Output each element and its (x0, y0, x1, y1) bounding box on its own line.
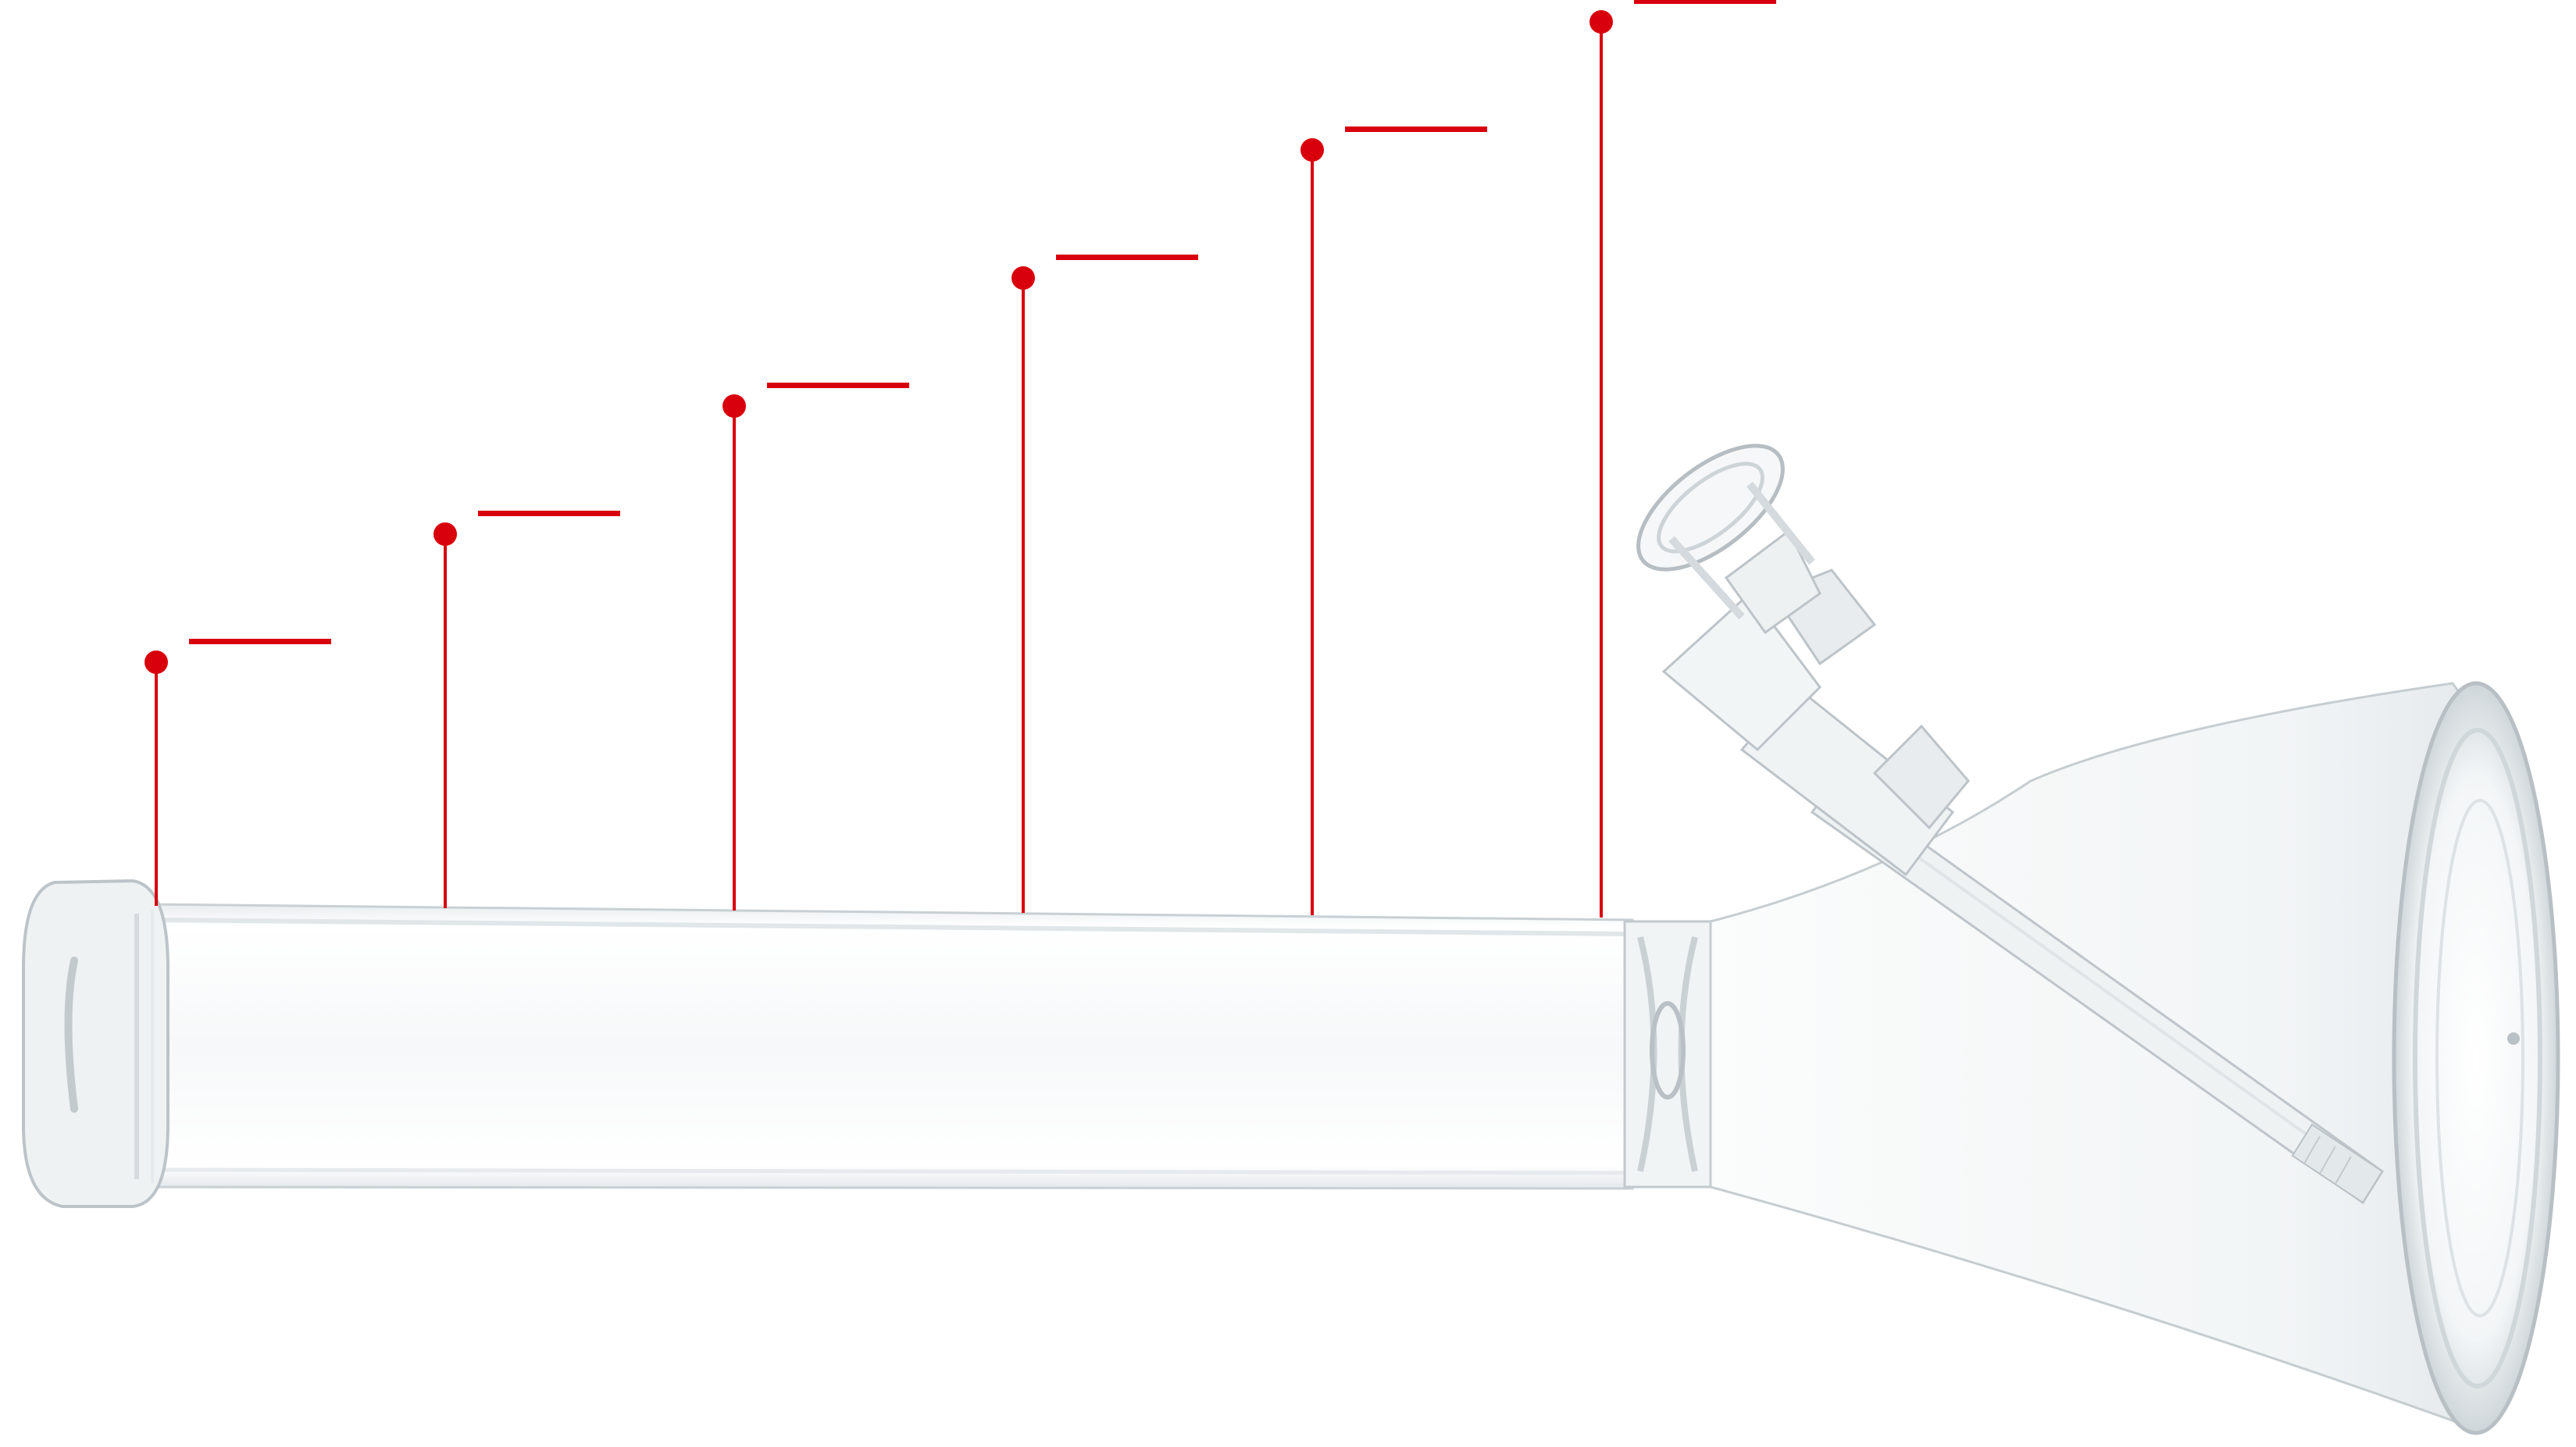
callout-dot (1589, 10, 1613, 34)
callout-dot (433, 522, 457, 546)
callout-label-bar (1056, 255, 1198, 260)
glass-joint-ring (1623, 920, 1712, 1189)
callout-label-bar (1345, 127, 1487, 132)
callout-marker (144, 639, 331, 906)
tube-highlight-bottom (155, 1167, 1625, 1175)
stem-joint (1739, 685, 1970, 877)
callout-dot (1011, 266, 1035, 290)
glass-pipe (22, 444, 2560, 1435)
main-tube (147, 903, 1634, 1190)
callout-dot (144, 650, 168, 674)
callout-marker (433, 511, 620, 908)
callout-marker (722, 383, 909, 911)
callout-marker (1300, 127, 1487, 915)
callout-dot (1300, 138, 1324, 162)
downstem (1810, 779, 2385, 1205)
callout-label-bar (189, 639, 331, 644)
callout-label-bar (478, 511, 620, 516)
glass-bowl (1636, 444, 1877, 752)
callout-label-bar (1634, 0, 1776, 4)
callout-dot (722, 394, 746, 418)
callout-markers (144, 0, 1776, 918)
mouthpiece (22, 879, 169, 1208)
base-rim (2392, 681, 2560, 1435)
callout-marker (1011, 255, 1198, 913)
tube-highlight-top (155, 918, 1625, 936)
callout-marker (1589, 0, 1776, 918)
callout-label-bar (767, 383, 909, 388)
